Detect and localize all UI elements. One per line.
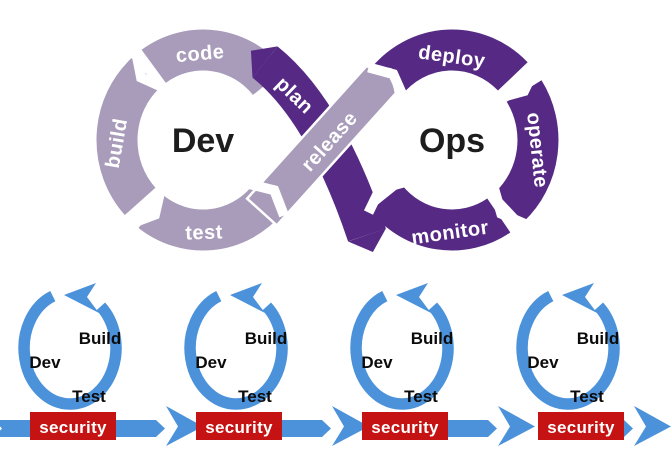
cycle2-build-label: Build <box>245 329 288 348</box>
segment-gap-chevrons <box>128 50 541 229</box>
deploy-segment-arc <box>370 29 528 96</box>
plan-arrow-tip-icon <box>250 46 278 78</box>
ops-title: Ops <box>419 122 485 160</box>
security-label-1: security <box>39 418 107 437</box>
plan-ribbon-tail <box>348 228 386 252</box>
security-label-4: security <box>547 418 615 437</box>
devops-infinity-loop: code build test plan release deploy oper… <box>96 29 559 252</box>
sprint-cycle-1: Build Dev Test <box>24 283 121 406</box>
cycle3-test-label: Test <box>404 387 438 406</box>
test-label: test <box>185 221 223 244</box>
security-badge-2 <box>196 412 282 440</box>
cycle3-dev-label: Dev <box>361 353 393 372</box>
security-badge-3 <box>362 412 448 440</box>
operate-segment-arc <box>494 80 559 222</box>
dev-title: Dev <box>172 122 234 160</box>
cycle3-build-label: Build <box>411 329 454 348</box>
cycle2-test-label: Test <box>238 387 272 406</box>
sprint-cycle-2: Build Dev Test <box>190 283 287 406</box>
gap-monitor-plan-icon <box>363 177 406 215</box>
monitor-segment-arc <box>370 184 511 251</box>
ops-ring <box>370 29 559 251</box>
security-label-2: security <box>205 418 273 437</box>
gap-test-release-icon <box>248 179 289 218</box>
dev-hub <box>140 74 266 206</box>
ops-hub <box>389 74 515 206</box>
security-badges <box>30 412 624 440</box>
gap-release-deploy-icon <box>367 62 409 100</box>
cycle2-dev-label: Dev <box>195 353 227 372</box>
flow-arrowhead-3-icon <box>498 406 535 446</box>
devsecops-pipeline: Build Dev Test Build Dev Test Build Dev … <box>0 283 671 446</box>
sprint-cycle-4: Build Dev Test <box>522 283 619 406</box>
gap-operate-monitor-icon <box>489 187 527 229</box>
cycle1-build-label: Build <box>79 329 122 348</box>
sprint-cycle-3: Build Dev Test <box>356 283 453 406</box>
gap-deploy-operate-icon <box>498 65 541 103</box>
cycle4-test-label: Test <box>570 387 604 406</box>
cycle1-test-label: Test <box>72 387 106 406</box>
security-badge-4 <box>538 412 624 440</box>
test-segment-arc <box>138 186 283 251</box>
flow-arrowhead-4-icon <box>634 406 671 446</box>
cycle1-dev-label: Dev <box>29 353 61 372</box>
gap-code-build-icon <box>130 50 167 93</box>
flow-arrowhead-2-icon <box>332 406 369 446</box>
cycle4-dev-label: Dev <box>527 353 559 372</box>
security-label-3: security <box>371 418 439 437</box>
build-segment-arc <box>96 58 161 216</box>
code-label: code <box>175 41 225 67</box>
gap-build-test-icon <box>128 187 166 229</box>
flow-arrowhead-1-icon <box>166 406 203 446</box>
cycle4-build-label: Build <box>577 329 620 348</box>
security-badge-1 <box>30 412 116 440</box>
